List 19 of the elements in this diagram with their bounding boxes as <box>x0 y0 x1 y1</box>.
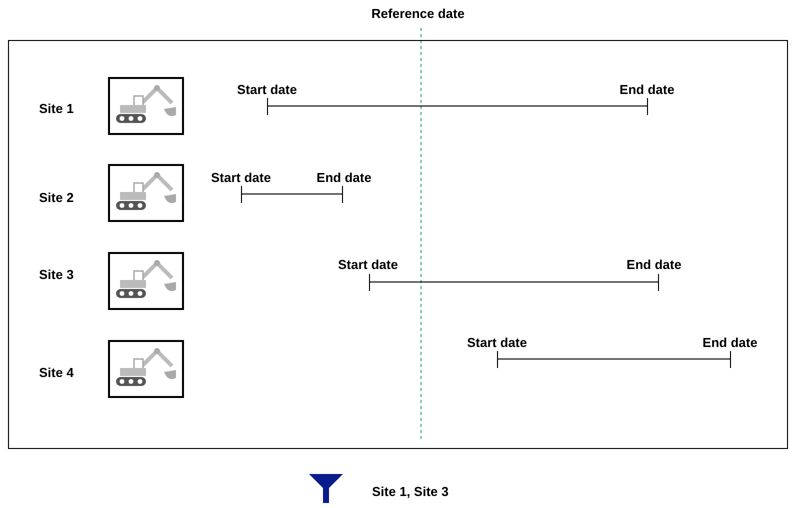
date-label: End date <box>626 257 682 272</box>
date-label: Start date <box>237 82 297 97</box>
excavator-picture <box>108 77 184 135</box>
date-label: Start date <box>467 335 527 350</box>
timeline-frame <box>8 40 788 449</box>
site-label: Site 2 <box>39 190 74 205</box>
date-label: End date <box>620 82 674 97</box>
date-label: Start date <box>338 257 398 272</box>
date-label: End date <box>316 170 372 185</box>
excavator-picture <box>108 252 184 310</box>
reference-date-label: Reference date <box>371 6 465 21</box>
excavator-picture <box>108 340 184 398</box>
excavator-picture <box>108 164 184 222</box>
date-label: Start date <box>211 170 271 185</box>
date-label: End date <box>702 335 758 350</box>
site-label: Site 4 <box>39 365 74 380</box>
site-label: Site 3 <box>39 267 74 282</box>
site-label: Site 1 <box>39 101 74 116</box>
filter-result-text: Site 1, Site 3 <box>372 484 449 499</box>
